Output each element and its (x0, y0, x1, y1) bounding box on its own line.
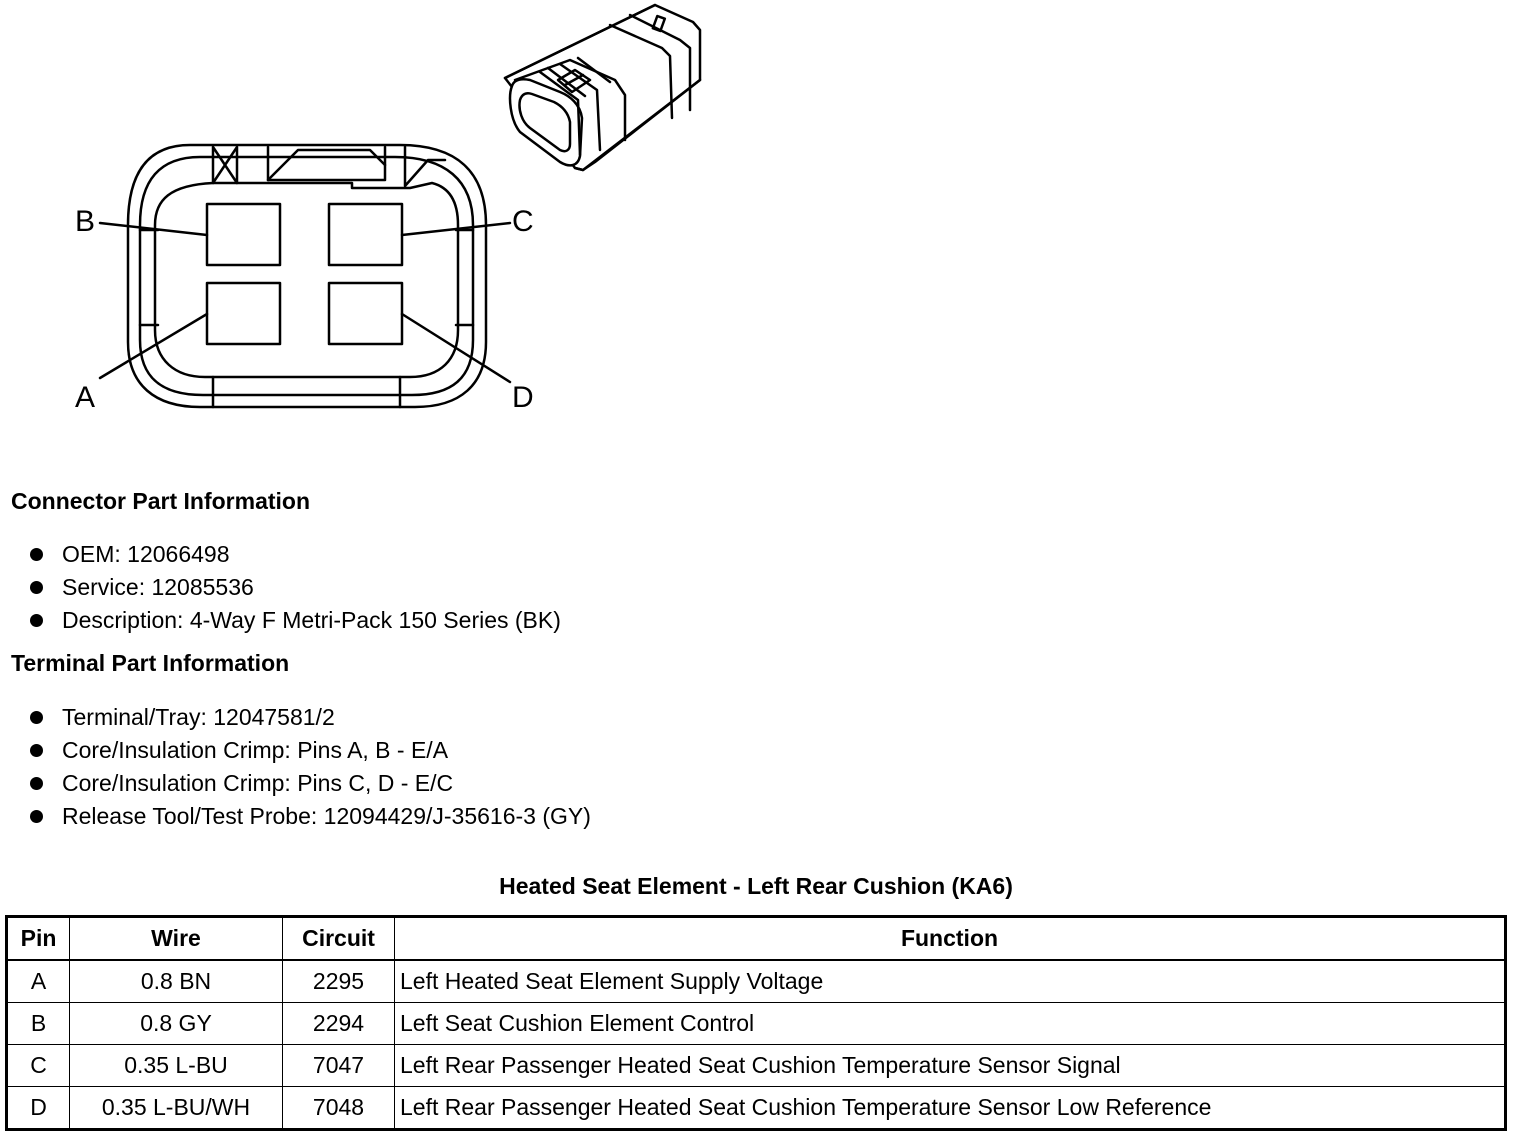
connector-info-list: OEM: 12066498 Service: 12085536 Descript… (28, 538, 561, 637)
cell-pin: D (6, 1086, 70, 1130)
list-item-text: OEM: 12066498 (62, 541, 230, 567)
column-header-wire: Wire (69, 916, 283, 961)
pinout-table: Pin Wire Circuit Function A 0.8 BN 2295 … (5, 915, 1507, 1131)
cell-wire: 0.8 GY (69, 1002, 283, 1045)
list-item: Service: 12085536 (28, 571, 561, 604)
cell-wire: 0.35 L-BU/WH (69, 1086, 283, 1130)
connector-face-view (98, 143, 512, 409)
cell-circuit: 2295 (282, 959, 395, 1003)
pin-label-d: D (512, 381, 534, 414)
table-header-row: Pin Wire Circuit Function (6, 916, 1506, 961)
cell-pin: C (6, 1044, 70, 1087)
leader-line-d (400, 312, 512, 384)
terminal-info-list: Terminal/Tray: 12047581/2 Core/Insulatio… (28, 701, 591, 833)
cell-circuit: 7048 (282, 1086, 395, 1130)
bullet-icon (30, 744, 43, 757)
bullet-icon (30, 614, 43, 627)
leader-line-b (98, 221, 209, 237)
connector-3d-view (503, 3, 702, 172)
list-item: Terminal/Tray: 12047581/2 (28, 701, 591, 734)
cell-function: Left Heated Seat Element Supply Voltage (394, 959, 1506, 1003)
list-item: OEM: 12066498 (28, 538, 561, 571)
list-item-text: Description: 4-Way F Metri-Pack 150 Seri… (62, 607, 561, 633)
cell-circuit: 7047 (282, 1044, 395, 1087)
list-item: Description: 4-Way F Metri-Pack 150 Seri… (28, 604, 561, 637)
cell-wire: 0.8 BN (69, 959, 283, 1003)
cell-wire: 0.35 L-BU (69, 1044, 283, 1087)
table-row: B 0.8 GY 2294 Left Seat Cushion Element … (6, 1002, 1506, 1045)
column-header-circuit: Circuit (282, 916, 395, 961)
leader-line-c (400, 221, 512, 237)
list-item-text: Service: 12085536 (62, 574, 254, 600)
pin-label-b: B (75, 205, 95, 238)
bullet-icon (30, 548, 43, 561)
cell-circuit: 2294 (282, 1002, 395, 1045)
table-row: C 0.35 L-BU 7047 Left Rear Passenger Hea… (6, 1044, 1506, 1087)
connector-info-heading: Connector Part Information (11, 488, 311, 514)
list-item-text: Terminal/Tray: 12047581/2 (62, 704, 335, 730)
pin-label-c: C (512, 205, 534, 238)
table-title: Heated Seat Element - Left Rear Cushion … (499, 873, 1013, 899)
bullet-icon (30, 777, 43, 790)
list-item-text: Core/Insulation Crimp: Pins A, B - E/A (62, 737, 449, 763)
terminal-info-heading: Terminal Part Information (11, 650, 290, 676)
table-row: A 0.8 BN 2295 Left Heated Seat Element S… (6, 959, 1506, 1003)
column-header-function: Function (394, 916, 1506, 961)
list-item: Core/Insulation Crimp: Pins C, D - E/C (28, 767, 591, 800)
cell-function: Left Seat Cushion Element Control (394, 1002, 1506, 1045)
cell-function: Left Rear Passenger Heated Seat Cushion … (394, 1044, 1506, 1087)
bullet-icon (30, 810, 43, 823)
list-item: Core/Insulation Crimp: Pins A, B - E/A (28, 734, 591, 767)
list-item-text: Release Tool/Test Probe: 12094429/J-3561… (62, 803, 591, 829)
list-item-text: Core/Insulation Crimp: Pins C, D - E/C (62, 770, 454, 796)
cell-pin: B (6, 1002, 70, 1045)
bullet-icon (30, 581, 43, 594)
cell-pin: A (6, 959, 70, 1003)
table-row: D 0.35 L-BU/WH 7048 Left Rear Passenger … (6, 1086, 1506, 1130)
cell-function: Left Rear Passenger Heated Seat Cushion … (394, 1086, 1506, 1130)
bullet-icon (30, 711, 43, 724)
list-item: Release Tool/Test Probe: 12094429/J-3561… (28, 800, 591, 833)
column-header-pin: Pin (6, 916, 70, 961)
connector-diagram: A B C D (75, 3, 702, 414)
leader-line-a (98, 312, 209, 380)
pin-label-a: A (75, 381, 95, 414)
